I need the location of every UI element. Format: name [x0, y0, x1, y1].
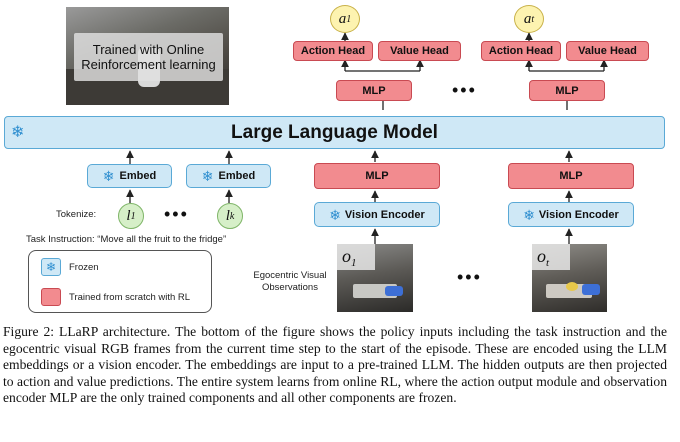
- snowflake-icon: ❄: [523, 206, 535, 223]
- obst-arm: [582, 284, 600, 295]
- embed-label-1: Embed: [119, 170, 157, 182]
- output-a1-sub: 1: [346, 13, 352, 25]
- ellipsis-heads: •••: [452, 80, 477, 100]
- obs1-label: o1: [342, 246, 357, 269]
- obst-label: ot: [537, 246, 549, 269]
- vision-encoder-1: ❄ Vision Encoder: [314, 202, 440, 227]
- legend-frozen-label: Frozen: [69, 262, 99, 273]
- action-head-t: Action Head: [481, 41, 561, 61]
- embed-box-2: ❄ Embed: [186, 164, 271, 188]
- output-a1-symbol: a: [338, 10, 347, 27]
- obst-fruit: [566, 282, 578, 291]
- snowflake-icon: ❄: [201, 168, 214, 184]
- obst-sub: t: [546, 257, 550, 270]
- observations-label: Egocentric Visual Observations: [246, 270, 334, 294]
- vision-mlp-1: MLP: [314, 163, 440, 189]
- token-l1-symbol: l: [126, 207, 131, 224]
- llm-title: Large Language Model: [231, 121, 438, 143]
- obs1-sub: 1: [351, 257, 357, 270]
- action-head-1: Action Head: [293, 41, 373, 61]
- snowflake-icon: ❄: [11, 124, 25, 141]
- observation-frame-t: ot: [532, 244, 607, 312]
- token-lk-sub: k: [229, 210, 235, 222]
- obst-overlay: [532, 244, 570, 270]
- figure-caption: Figure 2: LLaRP architecture. The bottom…: [3, 324, 667, 406]
- ellipsis-observations: •••: [457, 267, 482, 287]
- ellipsis-tokens: •••: [164, 204, 189, 224]
- robot-photo: Trained with Online Reinforcement learni…: [66, 7, 229, 105]
- legend-trained-swatch: [41, 288, 61, 306]
- legend-frozen-swatch: ❄: [41, 258, 61, 276]
- embed-box-1: ❄ Embed: [87, 164, 172, 188]
- tokenize-label: Tokenize:: [56, 209, 97, 220]
- large-language-model: ❄ Large Language Model: [4, 116, 665, 149]
- vision-encoder-t: ❄ Vision Encoder: [508, 202, 634, 227]
- observations-label-line1: Egocentric Visual: [253, 270, 327, 281]
- embed-label-2: Embed: [218, 170, 256, 182]
- photo-overlay-line1: Trained with Online: [92, 42, 205, 57]
- obs1-symbol: o: [342, 246, 351, 266]
- output-at-sub: t: [531, 13, 535, 25]
- value-head-1: Value Head: [378, 41, 461, 61]
- photo-overlay-line2: Reinforcement learning: [81, 57, 216, 72]
- obs1-overlay: [337, 244, 375, 270]
- obs1-arm: [385, 286, 403, 296]
- token-lk-symbol: l: [225, 207, 230, 224]
- legend-trained-label: Trained from scratch with RL: [69, 292, 191, 303]
- head-mlp-1: MLP: [336, 80, 412, 101]
- head-mlp-t: MLP: [529, 80, 605, 101]
- value-head-t: Value Head: [566, 41, 649, 61]
- observations-label-line2: Observations: [262, 282, 318, 293]
- vision-encoder-label-1: Vision Encoder: [344, 208, 425, 221]
- task-instruction: Task Instruction: “Move all the fruit to…: [26, 234, 227, 245]
- obst-symbol: o: [537, 246, 546, 266]
- token-l1-sub: 1: [130, 210, 136, 222]
- output-at-symbol: a: [523, 10, 532, 27]
- snowflake-icon: ❄: [45, 260, 57, 274]
- observation-frame-1: o1: [337, 244, 413, 312]
- obst-counter: [546, 284, 592, 298]
- vision-mlp-t: MLP: [508, 163, 634, 189]
- vision-encoder-label-t: Vision Encoder: [538, 208, 619, 221]
- snowflake-icon: ❄: [329, 206, 341, 223]
- snowflake-icon: ❄: [102, 168, 115, 184]
- photo-overlay-text: Trained with Online Reinforcement learni…: [74, 33, 223, 81]
- legend: ❄ Frozen Trained from scratch with RL: [28, 250, 212, 313]
